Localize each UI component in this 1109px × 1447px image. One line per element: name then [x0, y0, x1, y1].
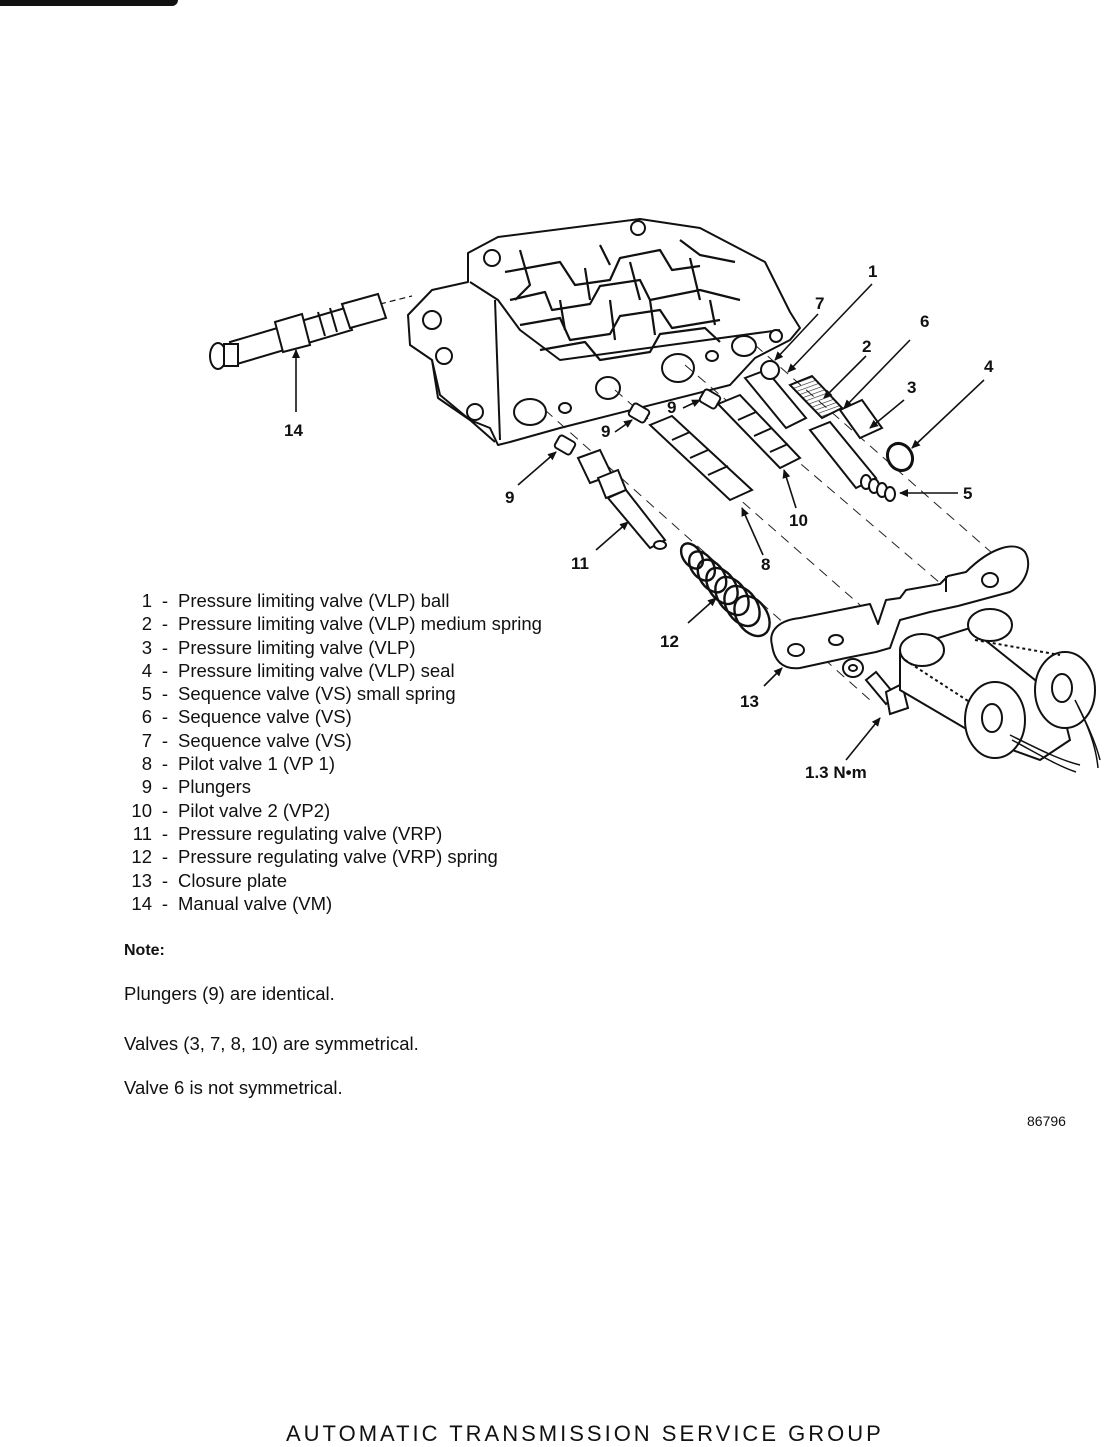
legend-text: Pressure limiting valve (VLP) seal	[178, 659, 455, 681]
legend-number: 6	[141, 706, 152, 728]
note-line: Valves (3, 7, 8, 10) are symmetrical.	[124, 1033, 419, 1054]
callout-14: 14	[284, 421, 303, 440]
sequence-valve	[743, 360, 878, 490]
small-spring	[860, 474, 896, 502]
legend-dash: -	[161, 613, 169, 635]
legend-dash: -	[161, 776, 169, 798]
callout-9-middle: 9	[601, 422, 611, 441]
legend-dash: -	[161, 706, 169, 728]
legend-number: 3	[141, 636, 152, 658]
legend-text: Pressure limiting valve (VLP) medium spr…	[178, 613, 542, 635]
legend-number: 11	[132, 822, 152, 844]
legend-number: 13	[131, 869, 152, 891]
legend-dash: -	[161, 659, 169, 681]
legend-row: 12-Pressure regulating valve (VRP) sprin…	[120, 845, 542, 868]
legend-dash: -	[161, 753, 169, 775]
closure-plate	[770, 545, 1030, 670]
legend-number: 7	[141, 729, 152, 751]
footer-publisher: AUTOMATIC TRANSMISSION SERVICE GROUP	[286, 1421, 884, 1446]
legend-text: Pilot valve 1 (VP 1)	[178, 753, 335, 775]
legend-dash: -	[161, 729, 169, 751]
legend-text: Sequence valve (VS)	[178, 729, 352, 751]
vlp-seal	[885, 441, 915, 473]
parts-legend: 1-Pressure limiting valve (VLP) ball 2-P…	[120, 589, 542, 915]
legend-text: Sequence valve (VS) small spring	[178, 683, 456, 705]
legend-text: Pressure regulating valve (VRP)	[178, 822, 443, 844]
legend-number: 4	[141, 659, 152, 681]
legend-number: 1	[141, 590, 152, 611]
legend-dash: -	[161, 636, 169, 658]
callout-1: 1	[868, 262, 878, 281]
legend-row: 3-Pressure limiting valve (VLP)	[120, 636, 542, 659]
valve-body-casting	[407, 218, 801, 446]
callout-7: 7	[815, 294, 825, 313]
callout-2: 2	[862, 337, 872, 356]
callout-10: 10	[789, 511, 808, 530]
page-corner-tab	[0, 0, 178, 6]
legend-text: Closure plate	[178, 869, 288, 891]
legend-row: 7-Sequence valve (VS)	[120, 729, 542, 752]
legend-dash: -	[161, 590, 169, 611]
legend-dash: -	[161, 846, 169, 868]
note-line: Plungers (9) are identical.	[124, 983, 335, 1004]
vrp-spring	[679, 542, 771, 638]
legend-row: 10-Pilot valve 2 (VP2)	[120, 799, 542, 822]
legend-row: 6-Sequence valve (VS)	[120, 705, 542, 728]
callout-5: 5	[963, 484, 973, 503]
callout-4: 4	[984, 357, 994, 376]
legend-row: 5-Sequence valve (VS) small spring	[120, 682, 542, 705]
legend-text: Sequence valve (VS)	[178, 706, 352, 728]
note-label: Note:	[124, 942, 165, 959]
callout-12: 12	[660, 632, 679, 651]
figure-id: 86796	[1027, 1113, 1066, 1129]
legend-text: Pressure limiting valve (VLP) ball	[178, 590, 450, 611]
pilot-valve-2	[716, 393, 802, 470]
legend-dash: -	[161, 822, 169, 844]
solenoids	[899, 608, 1101, 773]
torque-spec-label: 1.3 N•m	[805, 763, 867, 782]
plunger-parts	[553, 388, 722, 456]
pressure-regulating-valve	[576, 448, 667, 550]
pilot-valve-1	[648, 414, 754, 502]
callout-9-upper: 9	[667, 398, 677, 417]
legend-number: 5	[141, 683, 152, 705]
legend-dash: -	[161, 683, 169, 705]
legend-dash: -	[161, 892, 169, 914]
note-line: Valve 6 is not symmetrical.	[124, 1077, 343, 1098]
legend-dash: -	[161, 799, 169, 821]
callout-3: 3	[907, 378, 917, 397]
legend-number: 12	[131, 846, 152, 868]
legend-row: 11-Pressure regulating valve (VRP)	[120, 822, 542, 845]
callout-13: 13	[740, 692, 759, 711]
legend-row: 4-Pressure limiting valve (VLP) seal	[120, 659, 542, 682]
legend-number: 2	[141, 613, 152, 635]
legend-number: 9	[141, 776, 152, 798]
callout-11: 11	[571, 554, 589, 573]
manual-valve	[209, 292, 413, 370]
legend-text: Pressure regulating valve (VRP) spring	[178, 846, 498, 868]
legend-text: Manual valve (VM)	[178, 892, 333, 914]
legend-text: Pilot valve 2 (VP2)	[178, 799, 331, 821]
legend-dash: -	[161, 869, 169, 891]
callout-9-lower: 9	[505, 488, 515, 507]
legend-row: 8-Pilot valve 1 (VP 1)	[120, 752, 542, 775]
callout-8: 8	[761, 555, 771, 574]
callout-6: 6	[920, 312, 930, 331]
legend-row: 2-Pressure limiting valve (VLP) medium s…	[120, 612, 542, 635]
legend-row: 14-Manual valve (VM)	[120, 892, 542, 915]
bolt-and-washer	[842, 658, 910, 716]
legend-row: 9-Plungers	[120, 775, 542, 798]
legend-text: Plungers	[178, 776, 252, 798]
legend-number: 10	[131, 799, 152, 821]
legend-number: 14	[131, 892, 152, 914]
legend-text: Pressure limiting valve (VLP)	[178, 636, 416, 658]
legend-row: 1-Pressure limiting valve (VLP) ball	[120, 589, 542, 612]
legend-row: 13-Closure plate	[120, 869, 542, 892]
legend-number: 8	[141, 753, 152, 775]
